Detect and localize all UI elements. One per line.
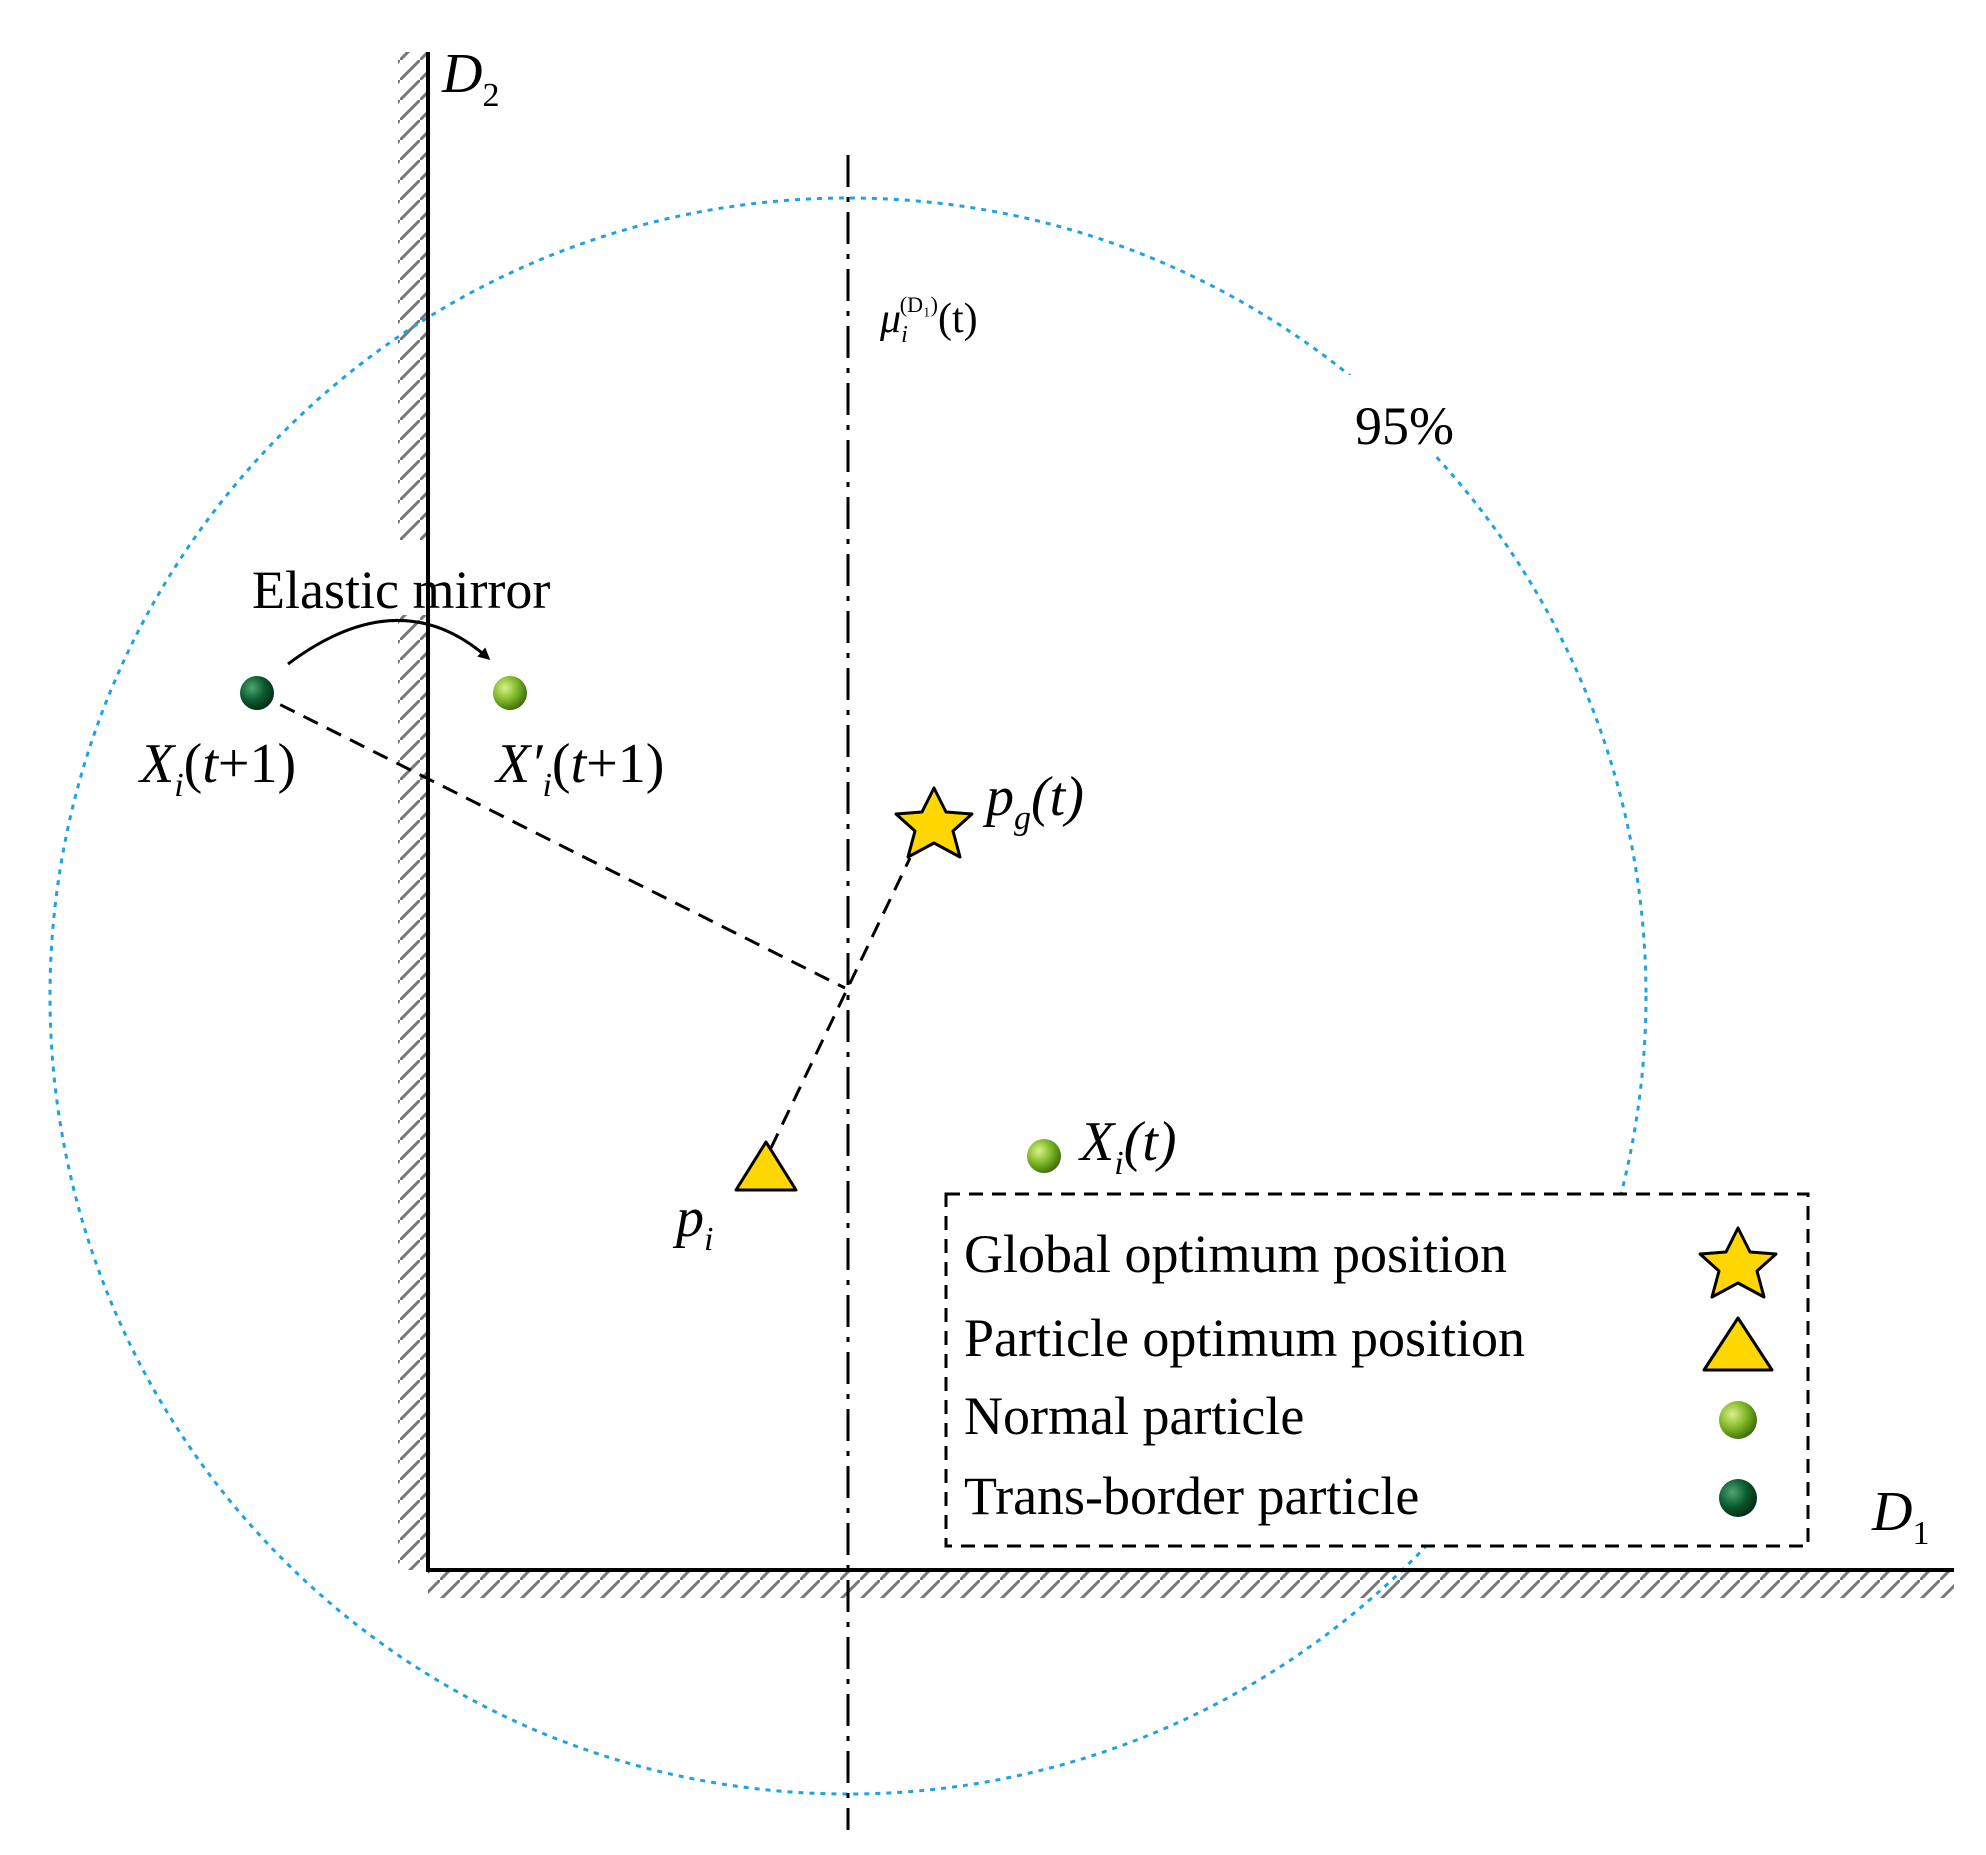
mirrored-particle <box>493 676 527 710</box>
normal-particle-icon <box>1719 1401 1757 1439</box>
confidence-label: 95% <box>1355 396 1454 456</box>
global-best-star <box>894 786 974 859</box>
legend-label-trans: Trans-border particle <box>964 1466 1419 1526</box>
vertical-boundary-hatch <box>398 52 428 1570</box>
legend: Global optimum position Particle optimum… <box>944 1192 1810 1548</box>
normal-particle-label: Xi(t) <box>1078 1111 1177 1182</box>
d1-axis-label: D1 <box>1871 1481 1929 1552</box>
trans-border-particle <box>240 676 274 710</box>
legend-box <box>944 1192 1810 1548</box>
particle-best-label: pi <box>672 1187 713 1258</box>
triangle-icon <box>1702 1316 1774 1372</box>
trans-border-label: Xi(t+1) <box>138 733 296 804</box>
mean-label: μi(D₁)(t) <box>879 292 978 348</box>
d2-axis-label: D2 <box>441 43 499 114</box>
legend-label-global: Global optimum position <box>964 1224 1507 1284</box>
dashed-line-to-trans-border <box>256 691 846 990</box>
horizontal-boundary-hatch <box>428 1570 1954 1598</box>
confidence-circle <box>48 196 1648 1796</box>
trans-border-particle-icon <box>1719 1479 1757 1517</box>
legend-label-particle: Particle optimum position <box>964 1308 1525 1368</box>
star-icon <box>1698 1226 1778 1299</box>
elastic-mirror-label: Elastic mirror <box>252 560 550 620</box>
global-best-label: pg(t) <box>982 766 1084 837</box>
elastic-mirror-arrow <box>287 619 491 666</box>
normal-particle <box>1027 1139 1061 1173</box>
dashed-line-pi-pg <box>769 857 912 1149</box>
legend-label-normal: Normal particle <box>964 1386 1304 1446</box>
particle-best-triangle <box>734 1140 798 1192</box>
mirrored-particle-label: X′i(t+1) <box>494 733 664 804</box>
